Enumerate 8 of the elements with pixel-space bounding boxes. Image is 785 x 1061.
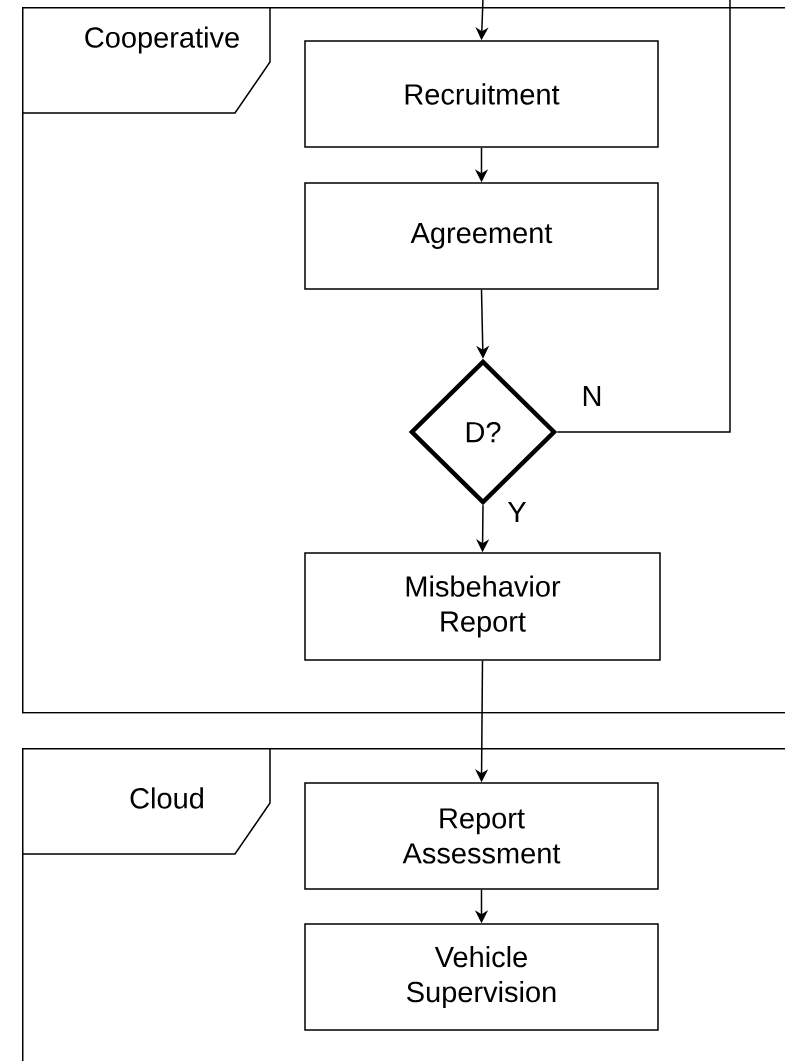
lane-label: Cooperative <box>21 6 271 114</box>
process-box: Agreement <box>304 182 659 290</box>
process-box: Report Assessment <box>304 782 659 890</box>
edge-label: N <box>580 385 604 407</box>
lane-label: Cloud <box>21 747 271 855</box>
process-box: Recruitment <box>304 40 659 148</box>
process-box: Vehicle Supervision <box>304 923 659 1031</box>
process-box: Misbehavior Report <box>304 552 661 661</box>
